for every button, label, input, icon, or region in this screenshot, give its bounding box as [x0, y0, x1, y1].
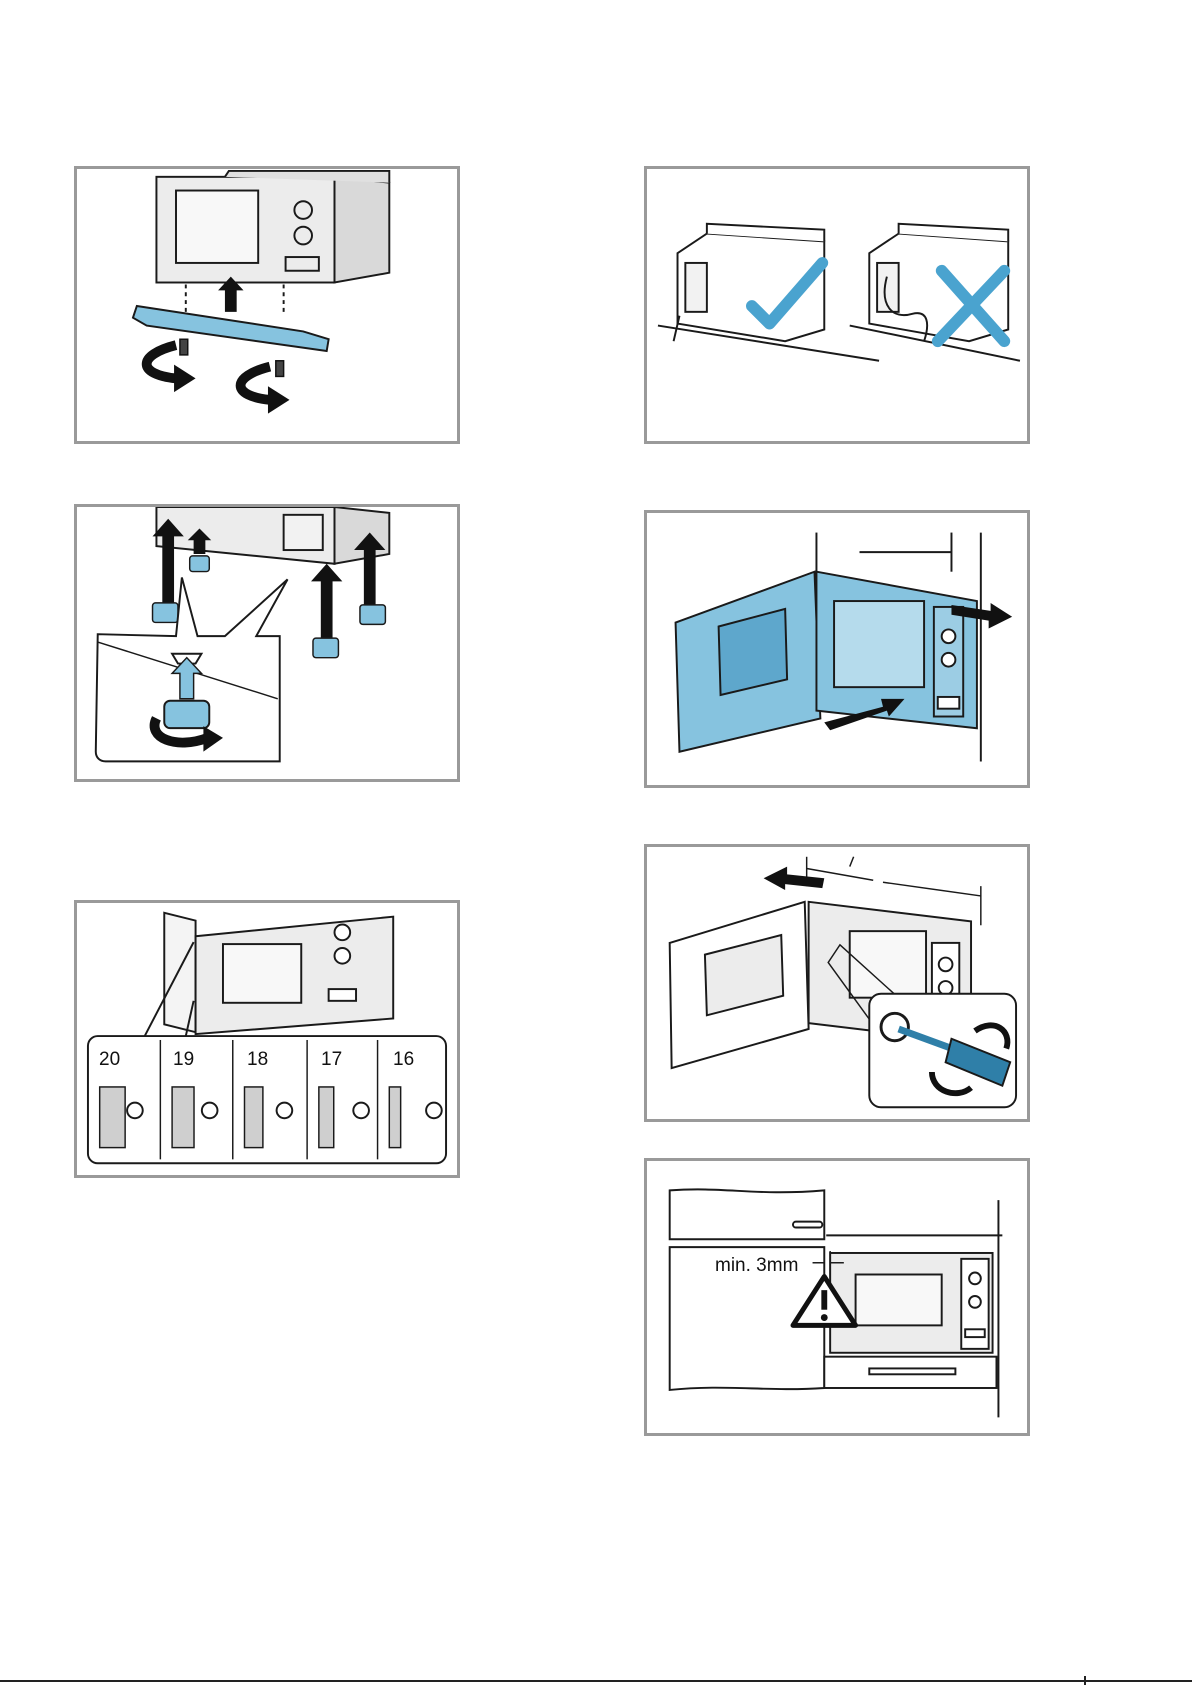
figure-mounting-rail	[74, 166, 460, 444]
wall-section	[100, 1087, 125, 1148]
footer-tick	[1084, 1676, 1086, 1685]
adjuster-nut	[127, 1103, 143, 1119]
cable-routing-illustration	[647, 169, 1027, 441]
adjuster-nut	[353, 1103, 369, 1119]
wall-section	[244, 1087, 262, 1148]
figure-insert-appliance	[644, 510, 1030, 788]
wall-section	[319, 1087, 334, 1148]
wall-section	[172, 1087, 194, 1148]
depth-label-4: 16	[393, 1049, 414, 1071]
feet-illustration	[77, 507, 457, 779]
depth-label-0: 20	[99, 1049, 120, 1071]
figure-feet-installation	[74, 504, 460, 782]
figure-depth-adjustment: 20 19 18 17 16	[74, 900, 460, 1178]
adjuster-nut	[277, 1103, 293, 1119]
clearance-label: min. 3mm	[715, 1255, 798, 1277]
screw-illustration	[647, 847, 1027, 1119]
figure-cable-routing	[644, 166, 1030, 444]
depth-label-2: 18	[247, 1049, 268, 1071]
adjuster-nut	[426, 1103, 442, 1119]
depth-label-3: 17	[321, 1049, 342, 1071]
wall-section	[389, 1087, 400, 1148]
clearance-illustration	[647, 1161, 1027, 1433]
figure-clearance: min. 3mm	[644, 1158, 1030, 1436]
footer-rule	[0, 1680, 1192, 1682]
depth-label-1: 19	[173, 1049, 194, 1071]
depth-illustration	[77, 903, 457, 1175]
rotate-icon	[147, 345, 270, 400]
mounting-rail-illustration	[77, 169, 457, 441]
adjuster-nut	[202, 1103, 218, 1119]
figure-screw-fastening	[644, 844, 1030, 1122]
insert-illustration	[647, 513, 1027, 785]
